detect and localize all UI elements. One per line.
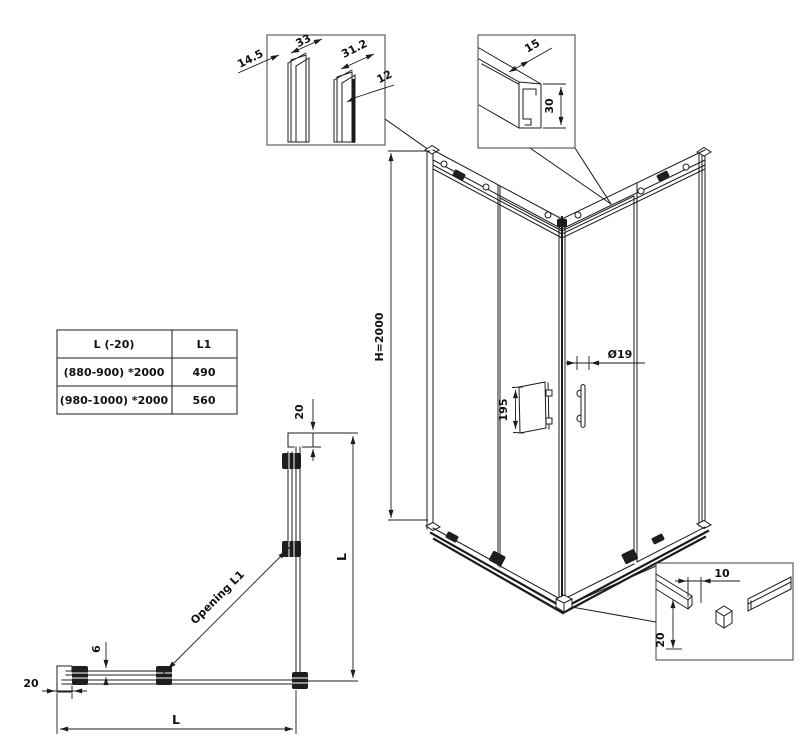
roller-bracket — [656, 170, 670, 182]
leader-wall-profile — [384, 118, 430, 151]
dim-label-wall-adjust: 20 — [23, 677, 39, 690]
dim-ext-height — [388, 150, 430, 521]
handle-plate — [518, 381, 547, 434]
roller — [682, 163, 690, 171]
roller — [544, 211, 552, 219]
fixed-glass-horizontal — [61, 679, 295, 685]
glass-clamp — [445, 531, 459, 543]
detail-top-rail-box: 15 30 — [477, 34, 576, 149]
table-header-l: L (-20) — [94, 338, 135, 351]
door-guide-bracket — [156, 666, 172, 685]
table-border — [56, 329, 238, 415]
corner-connector-cube — [715, 605, 733, 629]
detail-frame — [266, 34, 386, 146]
door-guide-bracket — [72, 666, 88, 685]
table-cell: 490 — [193, 366, 216, 379]
dim-label-glass-thickness: 6 — [90, 645, 103, 653]
plan-corner-block — [292, 672, 308, 689]
dim-label-glass-gap: 12 — [375, 68, 395, 87]
handle-plate-post — [545, 389, 553, 397]
detail-frame — [477, 34, 576, 149]
dim-line-15 — [508, 60, 530, 73]
dim-line-31-2 — [340, 53, 375, 70]
glass-panels-and-top-rails — [432, 149, 706, 601]
bottom-rail-left-bar — [655, 573, 693, 610]
dim-ext-width — [56, 690, 297, 734]
fixed-glass-vertical — [295, 446, 301, 675]
roller-bracket — [452, 169, 466, 181]
glass-clamp — [651, 533, 665, 545]
dim-label-handle-length: 195 — [497, 399, 510, 422]
door-guide-bracket — [282, 453, 301, 469]
bottom-guide — [489, 550, 506, 567]
table-header-l1: L1 — [197, 338, 212, 351]
leader-top-rail — [529, 147, 612, 205]
dim-label-width: L — [172, 712, 180, 727]
door-guide-bracket — [282, 541, 301, 557]
dim-leader-12 — [347, 84, 395, 102]
roller — [574, 211, 582, 219]
dim-label-depth: L — [334, 553, 349, 561]
table-cell: (880-900) *2000 — [64, 366, 165, 379]
corner-post-edges — [558, 218, 566, 604]
dim-label-bottom-rail-width: 10 — [714, 567, 730, 580]
wall-profile-caps — [424, 144, 713, 532]
dim-label-wall-adjust-top: 20 — [293, 404, 306, 420]
dim-ext-30 — [543, 83, 566, 129]
wall-profile-left-section — [287, 52, 310, 143]
dim-label-height: H=2000 — [373, 312, 386, 361]
dim-opening-ticks — [159, 543, 294, 678]
roller — [637, 187, 645, 195]
handle-bar — [576, 384, 586, 428]
table-grid — [56, 329, 238, 415]
size-table: L (-20) L1 (880-900) *2000 490 (980-1000… — [56, 329, 238, 415]
dim-label-handle-diameter: Ø19 — [608, 348, 633, 361]
dim-line-opening — [167, 550, 287, 670]
dim-label-bottom-rail-height: 20 — [654, 632, 667, 648]
top-rail-channel-lines — [522, 88, 537, 126]
roller — [440, 160, 448, 168]
table-cell: (980-1000) *2000 — [60, 394, 169, 407]
detail-frame — [655, 562, 794, 661]
corner-top-bracket — [557, 219, 567, 227]
dim-ext-handle-length — [511, 386, 525, 434]
dim-line-handle-diameter — [566, 356, 645, 370]
wall-profiles — [426, 147, 706, 530]
dim-line-33 — [290, 38, 323, 54]
bottom-guide — [621, 549, 638, 565]
dim-ext-depth — [308, 432, 358, 682]
roller — [482, 183, 490, 191]
bottom-rail-right-bar — [747, 576, 792, 612]
dim-ext-15 — [528, 47, 553, 62]
bottom-rails — [429, 529, 710, 615]
bottom-corner-connector-edges — [555, 598, 573, 613]
main-isometric-view: H=2000 Ø19 195 — [373, 144, 713, 615]
handle-plate-post — [545, 417, 553, 425]
dim-label-rail-height: 30 — [543, 98, 556, 114]
dim-leader-14-5 — [237, 54, 280, 74]
table-cell: 560 — [193, 394, 216, 407]
detail-bottom-rail-box: 10 20 — [654, 562, 794, 661]
dim-label-profile-outer-width: 33 — [294, 32, 314, 51]
